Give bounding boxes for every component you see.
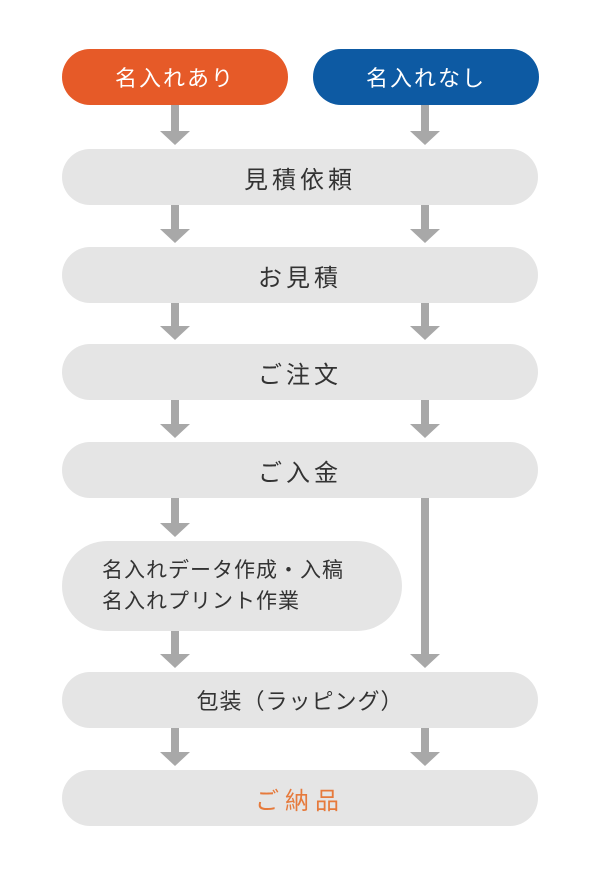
engraving-line-2: 名入れプリント作業 <box>102 589 300 613</box>
arrow-left-1 <box>160 105 190 145</box>
step-wrapping: 包装（ラッピング） <box>62 672 538 728</box>
arrow-right-3 <box>410 303 440 340</box>
step-delivery: ご納品 <box>62 770 538 826</box>
step-order: ご注文 <box>62 344 538 400</box>
arrow-right-2 <box>410 205 440 243</box>
arrow-left-7 <box>160 728 190 766</box>
arrow-left-4 <box>160 400 190 438</box>
step-quote-request: 見積依頼 <box>62 149 538 205</box>
arrow-left-3 <box>160 303 190 340</box>
engraving-line-1: 名入れデータ作成・入稿 <box>102 558 344 582</box>
arrow-right-long <box>410 498 440 668</box>
arrow-right-7 <box>410 728 440 766</box>
step-engraving-work: 名入れデータ作成・入稿 名入れプリント作業 <box>62 541 402 631</box>
option-with-engraving: 名入れあり <box>62 49 288 105</box>
arrow-left-5 <box>160 498 190 537</box>
step-payment: ご入金 <box>62 442 538 498</box>
arrow-left-2 <box>160 205 190 243</box>
arrow-right-4 <box>410 400 440 438</box>
step-quote: お見積 <box>62 247 538 303</box>
option-without-engraving: 名入れなし <box>313 49 539 105</box>
arrow-right-1 <box>410 105 440 145</box>
arrow-left-6 <box>160 631 190 668</box>
